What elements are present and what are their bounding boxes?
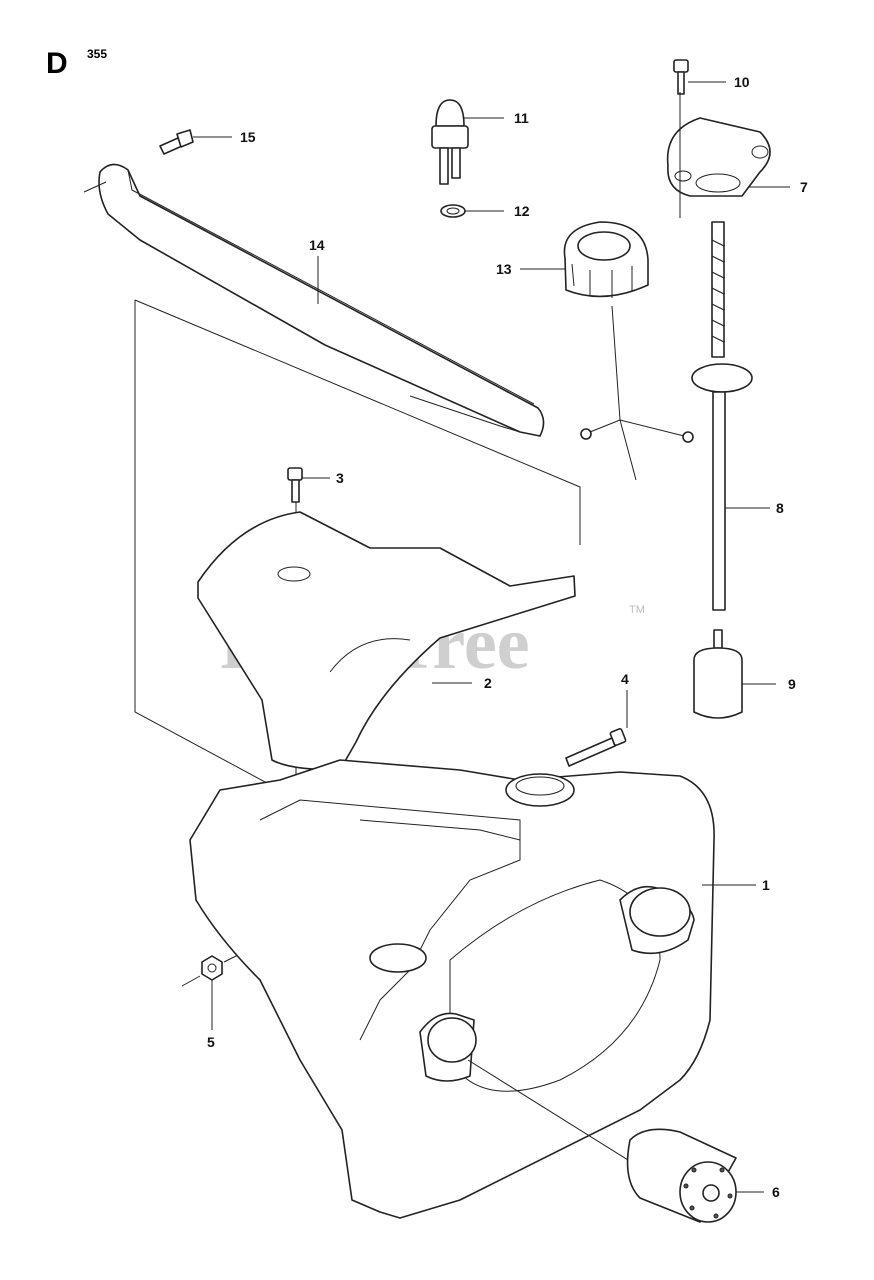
callout-9[interactable]: 9 — [788, 676, 796, 692]
watermark-trademark: TM — [629, 604, 645, 616]
callout-10[interactable]: 10 — [734, 74, 750, 90]
callout-5[interactable]: 5 — [207, 1034, 215, 1050]
part-6-cylinder[interactable] — [626, 1128, 737, 1223]
callout-11[interactable]: 11 — [514, 110, 529, 126]
callout-6[interactable]: 6 — [772, 1184, 780, 1200]
part-13-fuel-cap[interactable] — [563, 221, 694, 481]
part-11-primer-bulb[interactable] — [431, 99, 469, 185]
part-15-screw[interactable] — [159, 129, 194, 155]
callout-7[interactable]: 7 — [800, 179, 808, 195]
callout-12[interactable]: 12 — [514, 203, 530, 219]
part-14-handle-bar[interactable] — [83, 163, 545, 437]
callout-4[interactable]: 4 — [621, 671, 629, 687]
callout-leaders — [193, 81, 790, 1193]
model-number: 355 — [87, 47, 107, 61]
part-10-screw[interactable] — [673, 59, 689, 95]
callout-8[interactable]: 8 — [776, 500, 784, 516]
part-5-nut[interactable] — [181, 951, 245, 987]
callout-2[interactable]: 2 — [484, 675, 492, 691]
part-9-fuel-filter[interactable] — [693, 629, 743, 719]
part-7-bracket[interactable] — [666, 92, 771, 218]
part-4-bolt[interactable] — [565, 728, 627, 767]
callout-15[interactable]: 15 — [240, 129, 256, 145]
callout-1[interactable]: 1 — [762, 877, 770, 893]
part-12-clamp[interactable] — [440, 204, 466, 218]
callout-13[interactable]: 13 — [496, 261, 512, 277]
part-8-fuel-hose[interactable] — [691, 221, 753, 611]
part-2-cover[interactable] — [197, 511, 576, 771]
callout-14[interactable]: 14 — [309, 237, 325, 253]
callout-labels: 1 2 3 4 5 6 7 8 9 10 11 12 13 14 15 — [207, 74, 808, 1200]
part-1-tank-housing[interactable] — [189, 759, 715, 1219]
callout-3[interactable]: 3 — [336, 470, 344, 486]
assembly-plane-outline — [134, 299, 581, 791]
section-letter: D — [46, 47, 68, 80]
